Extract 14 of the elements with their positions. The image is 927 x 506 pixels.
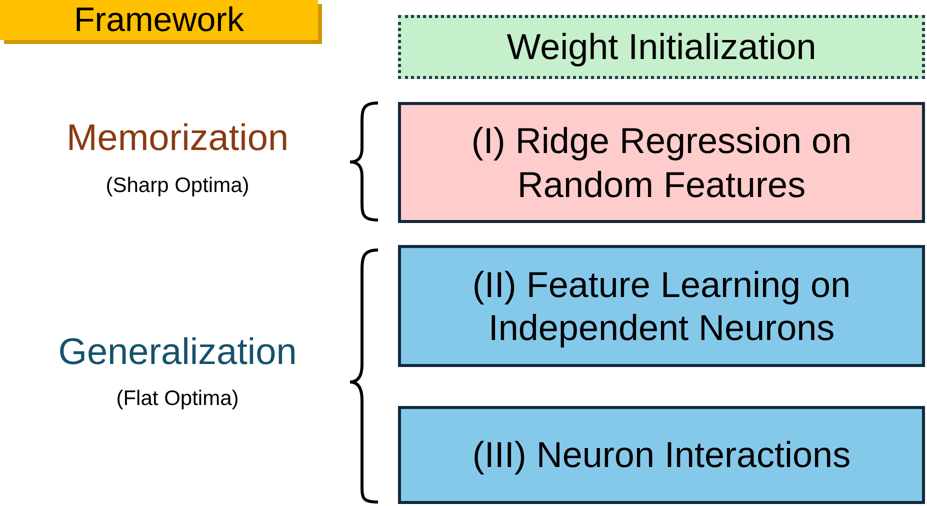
category-note: (Flat Optima) — [115, 387, 240, 411]
stage-text: (III) Neuron Interactions — [471, 433, 852, 477]
title-box — [0, 0, 318, 40]
title-text: Framework — [72, 0, 246, 40]
category-heading: Memorization — [65, 117, 290, 159]
stage-box — [398, 406, 925, 504]
category-note: (Sharp Optima) — [104, 174, 250, 198]
stage-text: (II) Feature Learning on Independent Neurons — [471, 262, 852, 350]
stage-box — [398, 102, 925, 223]
stage-text: Weight Initialization — [506, 25, 818, 69]
category-heading: Generalization — [57, 331, 298, 373]
stage-box — [398, 245, 925, 367]
stage-box — [398, 15, 925, 79]
stage-text: (I) Ridge Regression on Random Features — [470, 119, 853, 206]
